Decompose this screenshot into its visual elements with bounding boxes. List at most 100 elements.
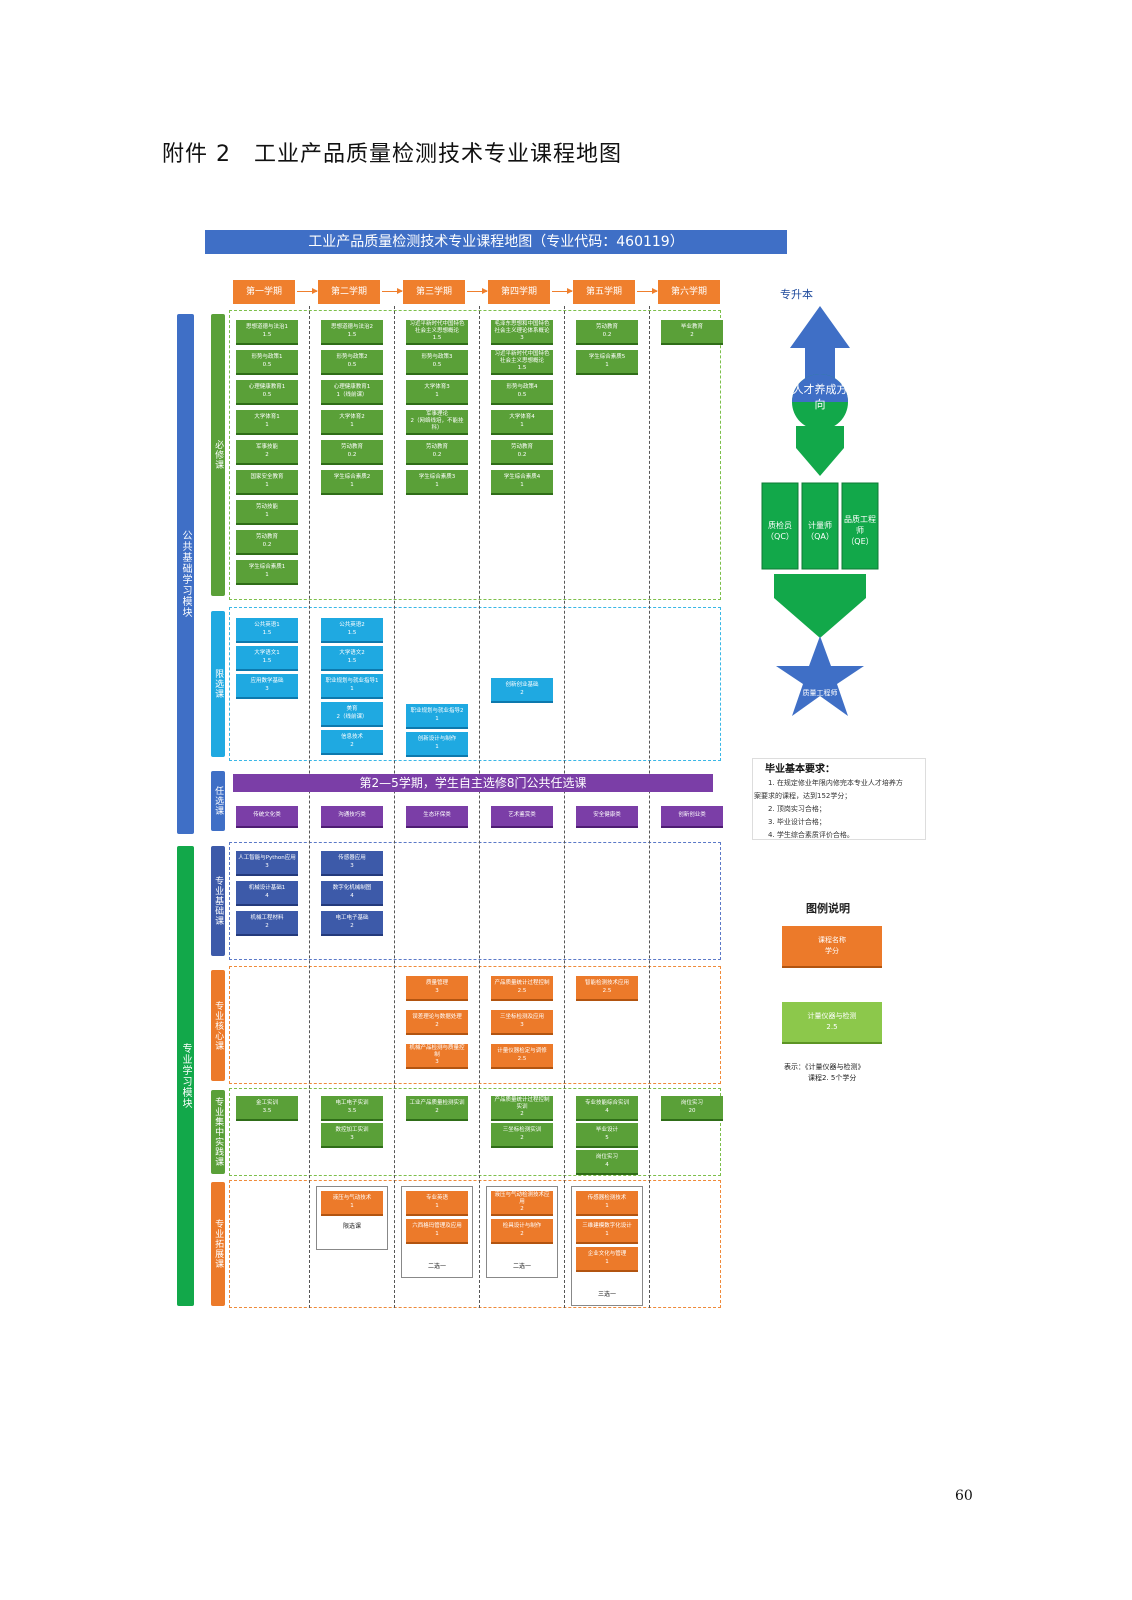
course-name: 企业文化与管理 bbox=[587, 1251, 627, 1258]
course-credit: 2 bbox=[350, 741, 354, 748]
down-chevron-icon bbox=[796, 426, 844, 476]
course-credit: 1.5 bbox=[347, 629, 357, 636]
course-credit: 0.5 bbox=[262, 361, 272, 368]
course-name: 形势与政策4 bbox=[506, 384, 538, 391]
course-name: 金工实训 bbox=[255, 1100, 278, 1107]
upgrade-label: 专升本 bbox=[780, 288, 813, 301]
course-credit: 1 bbox=[435, 391, 439, 398]
page-number: 60 bbox=[955, 1488, 973, 1504]
public-module-label: 公共基础学习模块 bbox=[180, 530, 191, 618]
elective-course: 传统文化类 bbox=[236, 806, 298, 828]
course-credit: 1.5 bbox=[347, 331, 357, 338]
major-core-section-label: 专业核心课 bbox=[213, 1000, 224, 1051]
major-module-bar: 专业学习模块 bbox=[177, 846, 194, 1306]
course-name: 机械设计基础1 bbox=[248, 885, 286, 892]
role-qc-name: 质检员 bbox=[768, 521, 792, 530]
course-credit: 4 bbox=[605, 1161, 609, 1168]
course-credit: 1 bbox=[435, 743, 439, 750]
course-name: 传感器应用 bbox=[338, 855, 366, 862]
course-credit: 2 bbox=[520, 1230, 524, 1237]
column-divider bbox=[394, 306, 395, 1308]
course-credit: 1 bbox=[520, 481, 524, 488]
course-name: 机械工程材料 bbox=[250, 915, 284, 922]
course-name: 毛泽东思想和中国特色社会主义理论体系概论 bbox=[494, 320, 550, 334]
course-credit: 2 bbox=[435, 1107, 439, 1114]
required-section-bar: 必修课 bbox=[211, 314, 225, 596]
course-name: 大学语文1 bbox=[254, 650, 280, 657]
legend-example-credit: 2.5 bbox=[826, 1023, 838, 1031]
course-name: 液压与气动检测技术应用 bbox=[494, 1191, 550, 1205]
course-map-banner: 工业产品质量检测技术专业课程地图（专业代码：460119） bbox=[205, 230, 787, 254]
course-credit: 1 bbox=[265, 571, 269, 578]
course-credit: 0.2 bbox=[602, 331, 612, 338]
course-credit: 3 bbox=[265, 685, 269, 692]
course-name: 美育 bbox=[346, 706, 358, 713]
semester-1-header: 第一学期 bbox=[233, 280, 295, 304]
course-credit: 2.5 bbox=[517, 987, 527, 994]
course-credit: 2 bbox=[520, 1206, 524, 1213]
star-icon bbox=[776, 636, 864, 716]
role-box-qa bbox=[801, 482, 839, 570]
semester-3-header: 第三学期 bbox=[403, 280, 465, 304]
course-credit: 1 bbox=[265, 421, 269, 428]
extension-group-label: 限选课 bbox=[342, 1223, 361, 1230]
course-name: 信息技术 bbox=[340, 734, 363, 741]
course-credit: 1 bbox=[435, 1230, 439, 1237]
major-basic-section-label: 专业基础课 bbox=[213, 876, 224, 926]
column-divider bbox=[309, 306, 310, 1308]
limited-section-label: 限选课 bbox=[213, 669, 224, 699]
course-credit: 3 bbox=[350, 862, 354, 869]
semester-5-header: 第五学期 bbox=[573, 280, 635, 304]
course-name: 数控加工实训 bbox=[335, 1127, 369, 1134]
extension-group-label: 二选一 bbox=[512, 1263, 531, 1270]
course-name: 形势与政策1 bbox=[251, 354, 283, 361]
course-credit: 1.5 bbox=[262, 657, 272, 664]
course-name: 液压与气动技术 bbox=[332, 1195, 372, 1202]
semester-2-header: 第二学期 bbox=[318, 280, 380, 304]
course-credit: 1 bbox=[350, 421, 354, 428]
course-name: 劳动教育 bbox=[510, 444, 533, 451]
course-credit: 4 bbox=[350, 892, 354, 899]
course-name: 三坐标检测实训 bbox=[502, 1127, 542, 1134]
course-credit: 1.5 bbox=[262, 629, 272, 636]
course-name: 形势与政策3 bbox=[421, 354, 453, 361]
course-credit: 2 bbox=[690, 331, 694, 338]
column-divider bbox=[564, 306, 565, 1308]
role-qe-name: 品质工程师 bbox=[844, 515, 876, 535]
course-credit: 4 bbox=[605, 1107, 609, 1114]
course-credit: 0.2 bbox=[262, 541, 272, 548]
course-name: 学生综合素质5 bbox=[588, 354, 626, 361]
role-box-qc bbox=[761, 482, 799, 570]
course-credit: 1 bbox=[435, 1202, 439, 1209]
course-credit: 2.5 bbox=[517, 1055, 527, 1062]
course-name: 公共英语1 bbox=[254, 622, 280, 629]
major-extension-section-bar: 专业拓展课 bbox=[211, 1182, 225, 1306]
elective-course: 安全健康类 bbox=[576, 806, 638, 828]
legend-note-line-2: 课程2. 5个学分 bbox=[808, 1074, 857, 1082]
